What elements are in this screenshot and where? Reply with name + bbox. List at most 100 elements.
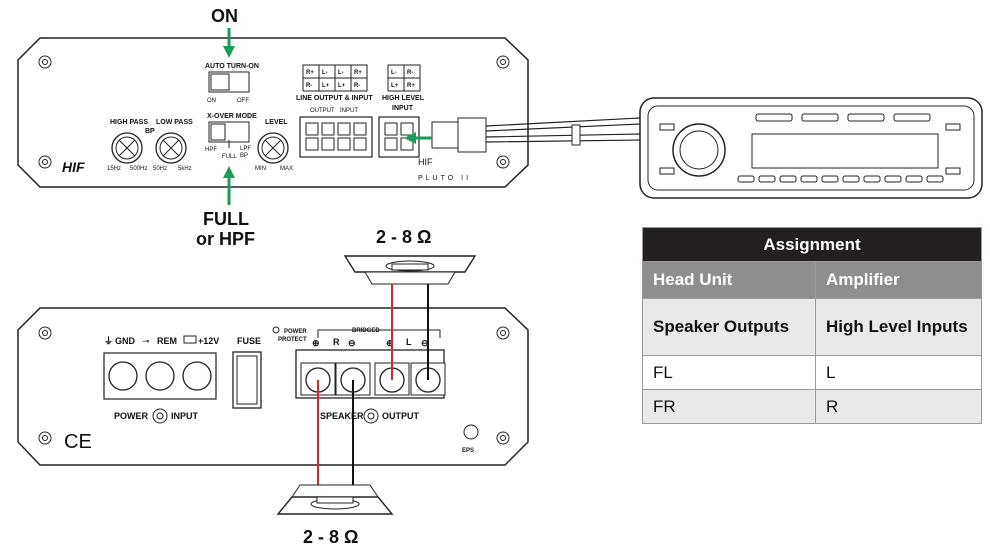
power-protect-label-2: PROTECT [278, 337, 307, 343]
high-level-grid: L-R-L+R+ [387, 64, 421, 92]
svg-text:⊸: ⊸ [142, 336, 150, 346]
high-level-label: HIGH LEVEL [382, 95, 425, 102]
line-output-input-label: LINE OUTPUT & INPUT [296, 95, 373, 102]
top-button [893, 113, 931, 122]
hl-grid-cell [403, 77, 421, 92]
cell-fl: FL [642, 355, 816, 390]
plus-l: ⊕ [386, 338, 394, 348]
connector-pin [384, 137, 398, 151]
hz15-label: 15Hz [107, 166, 121, 172]
xover-mode-label: X-OVER MODE [207, 113, 257, 120]
switch-off-label: OFF [237, 98, 249, 104]
preset-button [821, 175, 839, 183]
connector-pin [400, 122, 414, 136]
table-row: FL L [642, 355, 982, 390]
line-grid-cell [350, 77, 368, 92]
preset-button [905, 175, 923, 183]
speaker-wires [317, 284, 429, 488]
preset-button [800, 175, 818, 183]
fuse-label: FUSE [237, 336, 261, 346]
top-speaker: 2 - 8 Ω [343, 227, 477, 285]
line-grid-label: L+ [338, 83, 346, 89]
line-output-label: OUTPUT [310, 108, 335, 114]
connector-pin [321, 122, 335, 136]
high-pass-knob [111, 132, 143, 164]
hz500-label: 500Hz [130, 166, 147, 172]
cell-speaker-outputs: Speaker Outputs [642, 298, 816, 356]
svg-text:HIF: HIF [418, 157, 433, 167]
auto-turn-on-label: AUTO TURN-ON [205, 63, 259, 70]
preset-button [863, 175, 881, 183]
table-row: Speaker Outputs High Level Inputs [642, 298, 982, 356]
high-level-input-label: INPUT [392, 105, 414, 112]
xover-lpf-label: LPF [240, 146, 251, 152]
speaker-output-label: OUTPUT [382, 411, 420, 421]
connector-pin [384, 122, 398, 136]
connector-pin [400, 137, 414, 151]
cell-r: R [815, 389, 982, 424]
khz5-label: 5kHz [178, 166, 192, 172]
bridged-label: BRIDGED [352, 328, 380, 334]
line-grid-label: R- [306, 83, 312, 89]
preset-button [884, 175, 902, 183]
low-pass-knob [155, 132, 187, 164]
connector-pin [353, 137, 367, 151]
bottom-speaker-impedance: 2 - 8 Ω [303, 527, 358, 547]
power-protect-label-1: POWER [284, 329, 307, 335]
bp-center-label: BP [145, 128, 155, 135]
switch-on-label: ON [207, 98, 216, 104]
top-amplifier: HIF AUTO TURN-ON ON OFF X-OVER MODE HPF … [17, 37, 529, 188]
connector-pin [337, 122, 351, 136]
top-button [755, 113, 793, 122]
callout-or-hpf: or HPF [196, 229, 255, 249]
gnd-label: GND [115, 336, 136, 346]
top-speaker-impedance: 2 - 8 Ω [376, 227, 431, 247]
hl-grid-label: R+ [407, 83, 415, 89]
head-unit [639, 97, 983, 199]
brand-logo: HIF [62, 159, 85, 175]
line-grid-label: R+ [306, 70, 314, 76]
high-pass-label: HIGH PASS [110, 119, 148, 126]
power-label: POWER [114, 411, 149, 421]
hl-grid-label: L+ [391, 83, 399, 89]
level-min-label: MIN [255, 166, 266, 172]
preset-button [842, 175, 860, 183]
line-grid-label: L- [338, 70, 344, 76]
level-label: LEVEL [265, 119, 288, 126]
svg-text:⏚: ⏚ [104, 336, 113, 346]
minus-r: ⊖ [348, 338, 356, 348]
connector-pin [305, 137, 319, 151]
level-max-label: MAX [280, 166, 293, 172]
top-button [801, 113, 839, 122]
v12-label: +12V [198, 336, 219, 346]
plus-r: ⊕ [312, 338, 320, 348]
connector-pin [337, 137, 351, 151]
level-knob [257, 132, 289, 164]
line-grid-label: R- [354, 83, 360, 89]
col-head-unit: Head Unit [642, 261, 816, 299]
connector-pin [321, 137, 335, 151]
high-level-plug [431, 117, 641, 153]
connector-pin [353, 122, 367, 136]
table-row: FR R [642, 389, 982, 424]
ce-mark: CE [64, 431, 92, 453]
xover-bp-label: BP [240, 153, 248, 159]
model-label: PLUTO II [418, 175, 471, 182]
preset-button [926, 175, 944, 183]
callout-on: ON [211, 6, 238, 26]
hl-grid-label: L- [391, 70, 397, 76]
hz50-label: 50Hz [153, 166, 167, 172]
line-grid-label: L+ [322, 83, 330, 89]
cell-high-level-inputs: High Level Inputs [815, 298, 982, 356]
cell-fr: FR [642, 389, 816, 424]
preset-button [737, 175, 755, 183]
preset-button [758, 175, 776, 183]
callout-full: FULL [203, 209, 249, 229]
col-amplifier: Amplifier [815, 261, 982, 299]
rem-label: REM [157, 336, 177, 346]
cell-l: L [815, 355, 982, 390]
l-label: L [406, 337, 412, 347]
minus-l: ⊖ [421, 338, 429, 348]
power-input-label: INPUT [171, 411, 199, 421]
